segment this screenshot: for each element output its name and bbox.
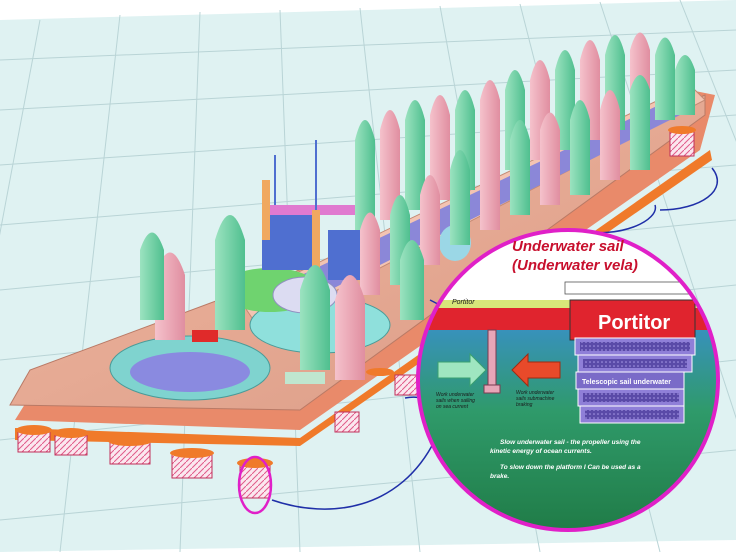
right-note-line1: Work underwater — [516, 390, 554, 396]
inset-title-line1: Underwater sail — [512, 238, 625, 255]
connector-arrows — [271, 167, 719, 510]
sail-towers — [140, 32, 695, 380]
right-note-line3: braking — [516, 402, 533, 408]
caption-line2: kinetic energy of ocean currents. — [490, 448, 592, 455]
inset-title-line2: (Underwater vela) — [512, 257, 638, 274]
portitor-small-label: Portitor — [452, 299, 475, 306]
caption-line3: To slow down the platform I Can be used … — [500, 464, 641, 471]
portitor-large-label: Portitor — [598, 312, 670, 334]
caption-line4: brake. — [490, 473, 509, 480]
underwater-sail-inset: Underwater sail (Underwater vela) Portit… — [416, 228, 720, 532]
left-note-line1: Work underwater — [436, 392, 474, 398]
highlight-ellipse — [237, 455, 273, 515]
right-note-line2: sails submachine — [516, 396, 555, 402]
telescopic-sail-label: Telescopic sail underwater — [582, 379, 671, 386]
caption-line1: Slow underwater sail - the propeller usi… — [500, 439, 641, 446]
left-note-line3: on sea current — [436, 404, 469, 410]
left-note-line2: sails when sailing — [436, 398, 475, 404]
